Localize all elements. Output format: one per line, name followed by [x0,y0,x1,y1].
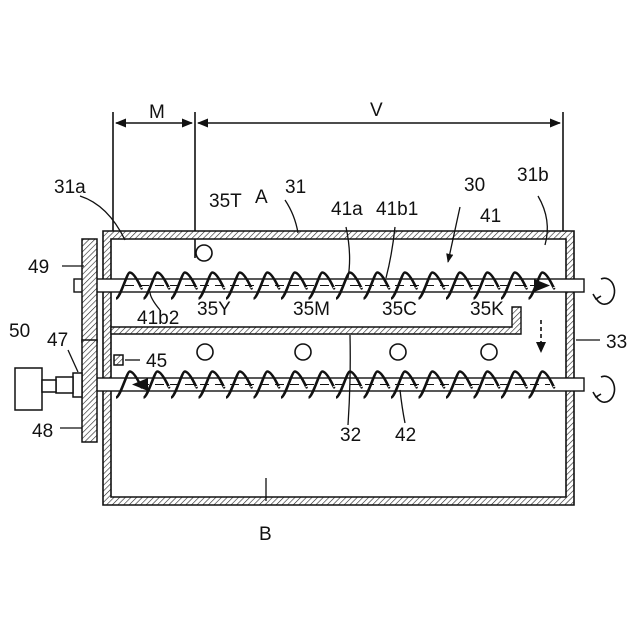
gear-48 [82,340,97,442]
label-35C: 35C [382,299,417,320]
label-35T: 35T [209,191,242,212]
label-35K: 35K [470,299,504,320]
label-V: V [370,100,383,121]
label-35Y: 35Y [197,299,231,320]
coupling-47 [73,373,82,397]
label-35M: 35M [293,299,330,320]
label-41a: 41a [331,199,363,220]
opening-35Y [197,344,213,360]
leader-lines [60,196,600,501]
label-B: B [259,524,272,545]
label-A: A [255,187,268,208]
label-41b1: 41b1 [376,199,418,220]
label-32: 32 [340,425,361,446]
opening-35C [390,344,406,360]
sensor-45 [114,355,123,365]
openings [196,245,497,360]
label-31: 31 [285,177,306,198]
label-47: 47 [47,330,68,351]
label-30: 30 [464,175,485,196]
label-50: 50 [9,321,30,342]
screw-42 [74,372,584,398]
label-33: 33 [606,332,627,353]
label-49: 49 [28,257,49,278]
label-42: 42 [395,425,416,446]
opening-35T [196,245,212,261]
housing-31 [103,231,574,505]
label-M: M [149,102,165,123]
label-48: 48 [32,421,53,442]
motor-50 [15,368,42,410]
flow-arrow-down [536,320,546,353]
label-41: 41 [480,206,501,227]
label-45: 45 [146,351,167,372]
labels: M V 30 31a 31b 35T A 31 41a 41b1 41 49 4… [9,100,627,545]
label-41b2: 41b2 [137,308,179,329]
opening-35K [481,344,497,360]
gear-49 [82,239,97,342]
label-31b: 31b [517,165,549,186]
label-31a: 31a [54,177,86,198]
opening-35M [295,344,311,360]
